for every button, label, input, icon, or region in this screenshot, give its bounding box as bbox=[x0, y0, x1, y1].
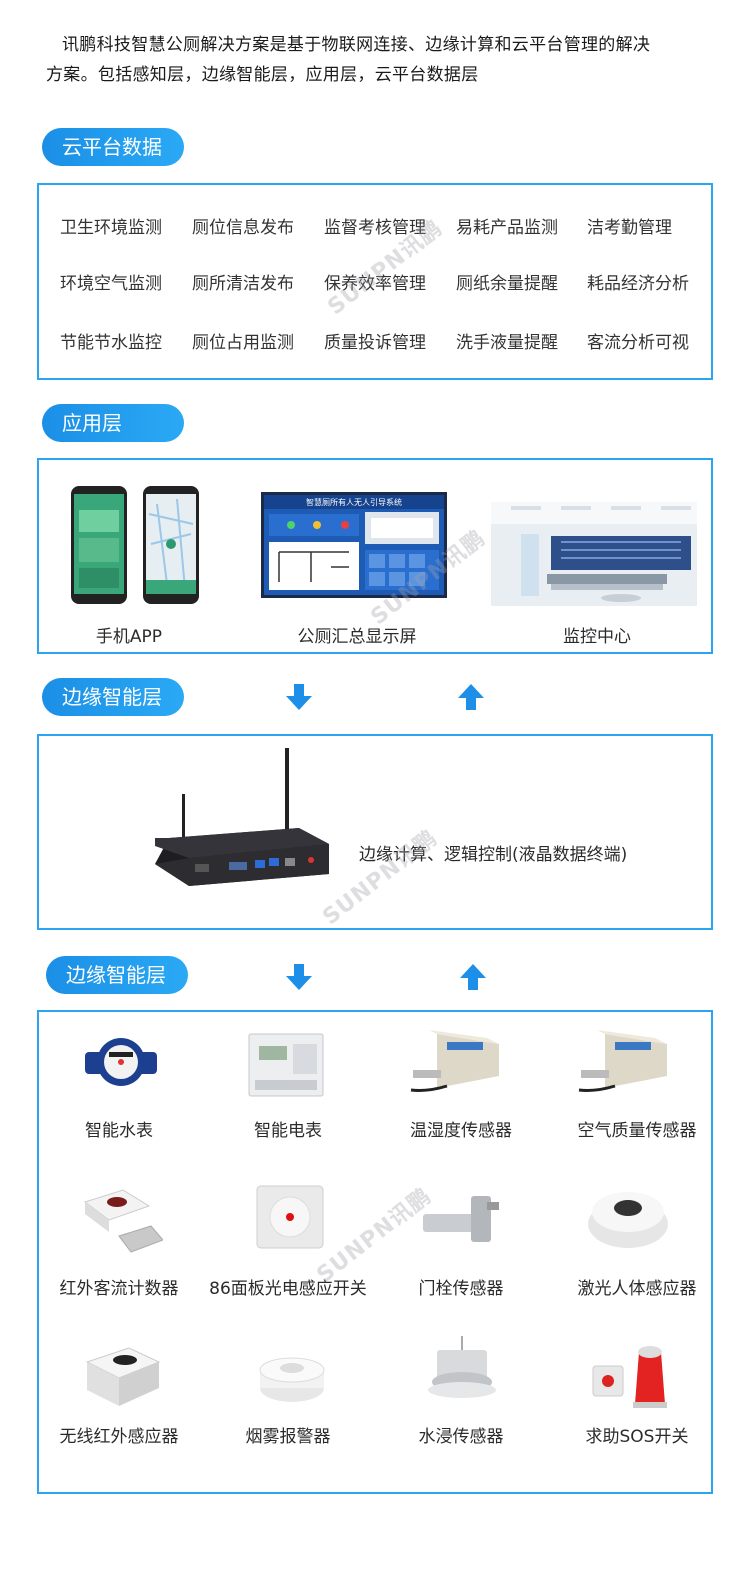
edge1-box: 边缘计算、逻辑控制(液晶数据终端) bbox=[37, 734, 713, 930]
cloud-item: 耗品经济分析 bbox=[587, 274, 689, 294]
arrow-down-icon bbox=[286, 684, 312, 710]
laser-body-sensor-image bbox=[588, 1192, 668, 1248]
edge-terminal-image bbox=[155, 748, 329, 886]
cloud-item: 洗手液量提醒 bbox=[456, 333, 558, 353]
section-cloud-label: 云平台数据 bbox=[42, 128, 184, 166]
cloud-item: 卫生环境监测 bbox=[60, 218, 162, 238]
device-caption: 温湿度传感器 bbox=[410, 1121, 512, 1141]
device-caption: 求助SOS开关 bbox=[585, 1427, 689, 1447]
monitoring-center-image bbox=[491, 502, 697, 606]
device-caption: 智能水表 bbox=[85, 1121, 153, 1141]
cloud-item: 质量投诉管理 bbox=[324, 333, 426, 353]
device-caption: 86面板光电感应开关 bbox=[209, 1279, 367, 1299]
app-caption: 监控中心 bbox=[563, 627, 631, 647]
cloud-item: 保养效率管理 bbox=[324, 274, 426, 294]
section-edge1-label: 边缘智能层 bbox=[42, 678, 184, 716]
cloud-item: 客流分析可视 bbox=[587, 333, 689, 353]
device-caption: 红外客流计数器 bbox=[59, 1279, 179, 1299]
device-caption: 空气质量传感器 bbox=[577, 1121, 697, 1141]
temp-humidity-sensor-image bbox=[410, 1030, 499, 1092]
water-leak-sensor-image bbox=[428, 1336, 496, 1398]
cloud-item: 环境空气监测 bbox=[60, 274, 162, 294]
arrow-up-icon bbox=[458, 684, 484, 710]
app-caption: 公厕汇总显示屏 bbox=[297, 627, 417, 647]
device-caption: 激光人体感应器 bbox=[577, 1279, 697, 1299]
app-box: 智慧厕所有人无人引导系统 手机APP 公厕汇总显示屏 监控中心 bbox=[37, 458, 713, 654]
cloud-box: 卫生环境监测 厕位信息发布 监督考核管理 易耗产品监测 洁考勤管理环境空气监测 厕所清洁发… bbox=[37, 183, 713, 380]
device-caption: 无线红外感应器 bbox=[59, 1427, 179, 1447]
ir-counter-image bbox=[83, 1189, 163, 1253]
cloud-item: 厕所清洁发布 bbox=[192, 274, 294, 294]
section-app-label: 应用层 bbox=[42, 404, 184, 442]
arrow-down-icon bbox=[286, 964, 312, 990]
cloud-item: 洁考勤管理 bbox=[587, 218, 672, 238]
summary-screen-image: 智慧厕所有人无人引导系统 bbox=[261, 492, 447, 598]
cloud-item: 易耗产品监测 bbox=[456, 218, 558, 238]
air-quality-sensor-image bbox=[578, 1030, 667, 1092]
cloud-item: 监督考核管理 bbox=[324, 218, 426, 238]
cloud-item: 厕位信息发布 bbox=[192, 218, 294, 238]
screen-title: 智慧厕所有人无人引导系统 bbox=[306, 497, 402, 507]
electric-meter-image bbox=[248, 1033, 324, 1097]
arrow-up-icon bbox=[460, 964, 486, 990]
device-caption: 烟雾报警器 bbox=[245, 1427, 331, 1447]
intro-line-2: 方案。包括感知层，边缘智能层，应用层，云平台数据层 bbox=[46, 65, 479, 85]
water-meter-image bbox=[85, 1038, 157, 1086]
app-caption: 手机APP bbox=[95, 627, 163, 647]
door-latch-sensor-image bbox=[423, 1196, 499, 1242]
cloud-item: 厕纸余量提醒 bbox=[456, 274, 558, 294]
cloud-item: 节能节水监控 bbox=[60, 333, 162, 353]
cloud-item: 厕位占用监测 bbox=[192, 333, 294, 353]
phone-app-image bbox=[71, 486, 199, 604]
wireless-ir-sensor-image bbox=[85, 1347, 161, 1406]
edge1-caption: 边缘计算、逻辑控制(液晶数据终端) bbox=[359, 845, 628, 865]
device-caption: 水浸传感器 bbox=[418, 1427, 504, 1447]
section-edge2-label: 边缘智能层 bbox=[46, 956, 188, 994]
sos-switch-image bbox=[592, 1346, 667, 1408]
edge2-box: 智能水表 智能电表 温湿度传感器 空气质量传感器红外客流计数器 86面板光电感应开关 门栓… bbox=[37, 1010, 713, 1494]
intro-text: 讯鹏科技智慧公厕解决方案是基于物联网连接、边缘计算和云平台管理的解决 方案。包括… bbox=[46, 30, 696, 90]
photoelectric-switch-image bbox=[256, 1185, 324, 1249]
device-caption: 门栓传感器 bbox=[418, 1279, 504, 1299]
intro-line-1: 讯鹏科技智慧公厕解决方案是基于物联网连接、边缘计算和云平台管理的解决 bbox=[62, 35, 651, 55]
device-caption: 智能电表 bbox=[254, 1121, 322, 1141]
smoke-alarm-image bbox=[259, 1357, 325, 1402]
